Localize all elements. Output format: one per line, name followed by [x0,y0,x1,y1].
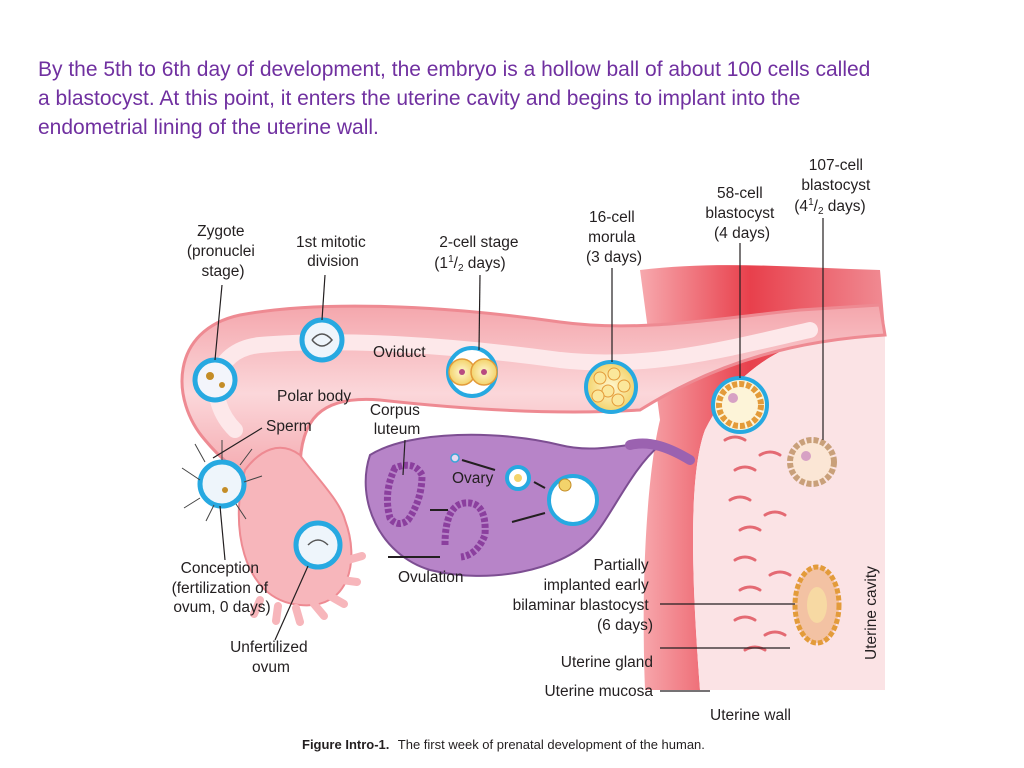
ovary-body [364,433,663,577]
leader-sperm [212,427,263,459]
label-conception: Conception (fertilization of ovum, 0 day… [172,560,273,616]
first-mitotic-cell [299,317,345,363]
figure-labels: Zygote (pronuclei stage) 1st mitotic div… [172,157,880,724]
morula-cell [584,360,638,414]
figure-caption: Figure Intro-1. The first week of prenat… [302,737,705,752]
arrow-to-albicans [511,512,546,523]
leader-lines [212,218,824,692]
ovary [364,433,695,577]
intro-line-1: By the 5th to 6th day of development, th… [38,58,871,81]
caption-label: Figure Intro-1. [302,737,389,752]
label-sperm: Sperm [266,418,312,435]
intro-line-2: a blastocyst. At this point, it enters t… [38,87,801,110]
leader-unfertilized [274,565,309,641]
follicle-large-ovum [558,478,572,492]
label-uterine-gland: Uterine gland [561,654,653,671]
arrow-follicle-1 [461,459,496,471]
label-first-mitotic: 1st mitotic division [296,234,370,270]
zygote-cell [192,357,238,403]
leader-zygote [214,284,223,361]
conception-ovum [181,440,263,522]
intro-line-3: endometrial lining of the uterine wall. [38,116,379,139]
blastocyst-107-cell [787,437,837,487]
leader-corpus [402,439,406,476]
corpus-luteum-shape [383,461,426,527]
blastocyst-58-cell [711,376,769,434]
label-unfertilized: Unfertilized ovum [230,639,312,676]
label-corpus-luteum: Corpus luteum [370,402,424,438]
follicle-medium-ovum [514,474,522,482]
leader-mitotic [321,274,326,321]
label-107-cell: 107-cell blastocyst (41/2 days) [794,157,874,217]
label-polar-body: Polar body [277,388,351,405]
label-58-cell: 58-cell blastocyst (4 days) [705,185,778,242]
leader-conception [219,505,226,561]
label-uterine-cavity: Uterine cavity [863,566,880,660]
embryo-cells [181,317,842,646]
caption-text: The first week of prenatal development o… [398,737,705,752]
fimbriae-fingers [250,552,366,626]
unfertilized-ovum [293,520,343,570]
mucosa-glands [723,435,792,652]
implanted-blastocyst [792,564,842,646]
intro-paragraph: By the 5th to 6th day of development, th… [38,55,998,142]
label-uterine-mucosa: Uterine mucosa [544,683,653,700]
label-ovary: Ovary [452,470,494,487]
follicle-small [450,453,460,463]
label-uterine-wall: Uterine wall [710,707,791,724]
two-cell-stage [446,346,498,398]
label-oviduct: Oviduct [373,344,426,361]
label-morula: 16-cell morula (3 days) [586,209,642,266]
arrow-follicle-2 [533,481,546,489]
corpus-albicans-shape [441,499,489,561]
leader-two-cell [478,274,481,351]
label-ovulation: Ovulation [398,569,463,586]
label-two-cell: 2-cell stage (11/2 days) [434,234,523,274]
label-implanted-blastocyst: Partially implanted early bilaminar blas… [513,557,653,634]
ovarian-ligament [625,438,695,465]
follicle-large [547,474,599,526]
label-zygote: Zygote (pronuclei stage) [187,223,259,280]
ovulation-arrows [388,459,546,558]
